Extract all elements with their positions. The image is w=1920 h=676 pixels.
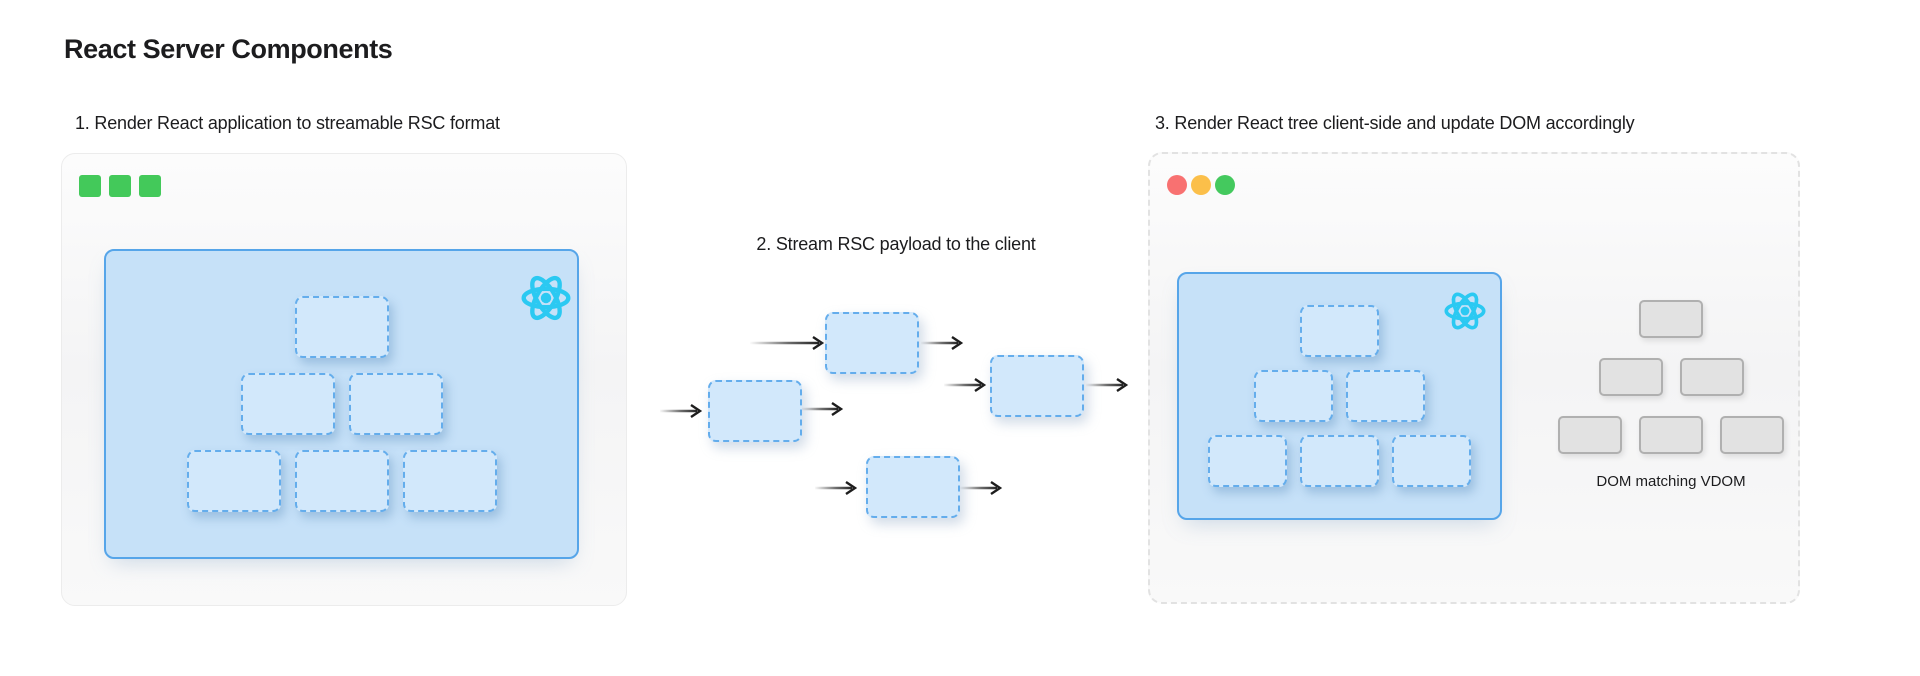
react-logo-icon <box>521 275 571 321</box>
vdom-node <box>1346 370 1425 422</box>
step-1-label: 1. Render React application to streamabl… <box>75 113 500 133</box>
minimize-window-icon <box>1191 175 1211 195</box>
server-window-controls <box>79 175 169 197</box>
dom-tree-row <box>1639 300 1703 338</box>
vdom-tree-row <box>1208 435 1471 487</box>
client-vdom-panel <box>1177 272 1502 520</box>
vdom-node <box>348 373 443 435</box>
window-control-square-icon <box>109 175 131 197</box>
rsc-chunk <box>990 355 1084 417</box>
step-3-label: 3. Render React tree client-side and upd… <box>1155 113 1635 133</box>
close-window-icon <box>1167 175 1187 195</box>
flow-arrow-icon <box>1086 378 1129 392</box>
vdom-tree-row <box>1300 305 1379 357</box>
client-vdom-tree <box>1179 274 1500 518</box>
vdom-node <box>1300 435 1379 487</box>
dom-node <box>1679 358 1744 396</box>
vdom-node <box>1392 435 1471 487</box>
flow-arrow-icon <box>960 481 1003 495</box>
flow-arrow-icon <box>815 481 858 495</box>
dom-tree-row <box>1598 358 1744 396</box>
dom-tree: DOM matching VDOM <box>1540 300 1802 490</box>
vdom-node <box>294 296 389 358</box>
vdom-node <box>1300 305 1379 357</box>
rsc-chunk <box>708 380 802 442</box>
flow-arrow-icon <box>660 404 703 418</box>
dom-node <box>1558 416 1622 454</box>
client-window-controls <box>1167 175 1239 195</box>
server-vdom-panel <box>104 249 579 559</box>
dom-node <box>1639 416 1703 454</box>
step-2-label: 2. Stream RSC payload to the client <box>756 234 1036 254</box>
server-vdom-tree <box>106 251 577 557</box>
window-control-square-icon <box>79 175 101 197</box>
flow-arrow-icon <box>801 402 844 416</box>
server-window <box>61 153 627 606</box>
vdom-node <box>1254 370 1333 422</box>
dom-node <box>1598 358 1663 396</box>
dom-node <box>1720 416 1784 454</box>
vdom-node <box>1208 435 1287 487</box>
vdom-tree-row <box>186 450 497 512</box>
flow-arrow-icon <box>944 378 987 392</box>
vdom-tree-row <box>1254 370 1425 422</box>
flow-arrow-icon <box>921 336 964 350</box>
vdom-tree-row <box>240 373 443 435</box>
vdom-tree-row <box>294 296 389 358</box>
maximize-window-icon <box>1215 175 1235 195</box>
dom-node <box>1639 300 1703 338</box>
flow-arrow-icon <box>750 336 825 350</box>
window-control-square-icon <box>139 175 161 197</box>
vdom-node <box>240 373 335 435</box>
vdom-node <box>186 450 281 512</box>
rsc-chunk <box>825 312 919 374</box>
page-title: React Server Components <box>64 34 393 64</box>
vdom-node <box>402 450 497 512</box>
rsc-chunk <box>866 456 960 518</box>
vdom-node <box>294 450 389 512</box>
react-logo-icon <box>1444 292 1486 330</box>
dom-tree-caption: DOM matching VDOM <box>1596 473 1746 490</box>
dom-tree-row <box>1558 416 1784 454</box>
client-window: DOM matching VDOM <box>1148 152 1800 604</box>
